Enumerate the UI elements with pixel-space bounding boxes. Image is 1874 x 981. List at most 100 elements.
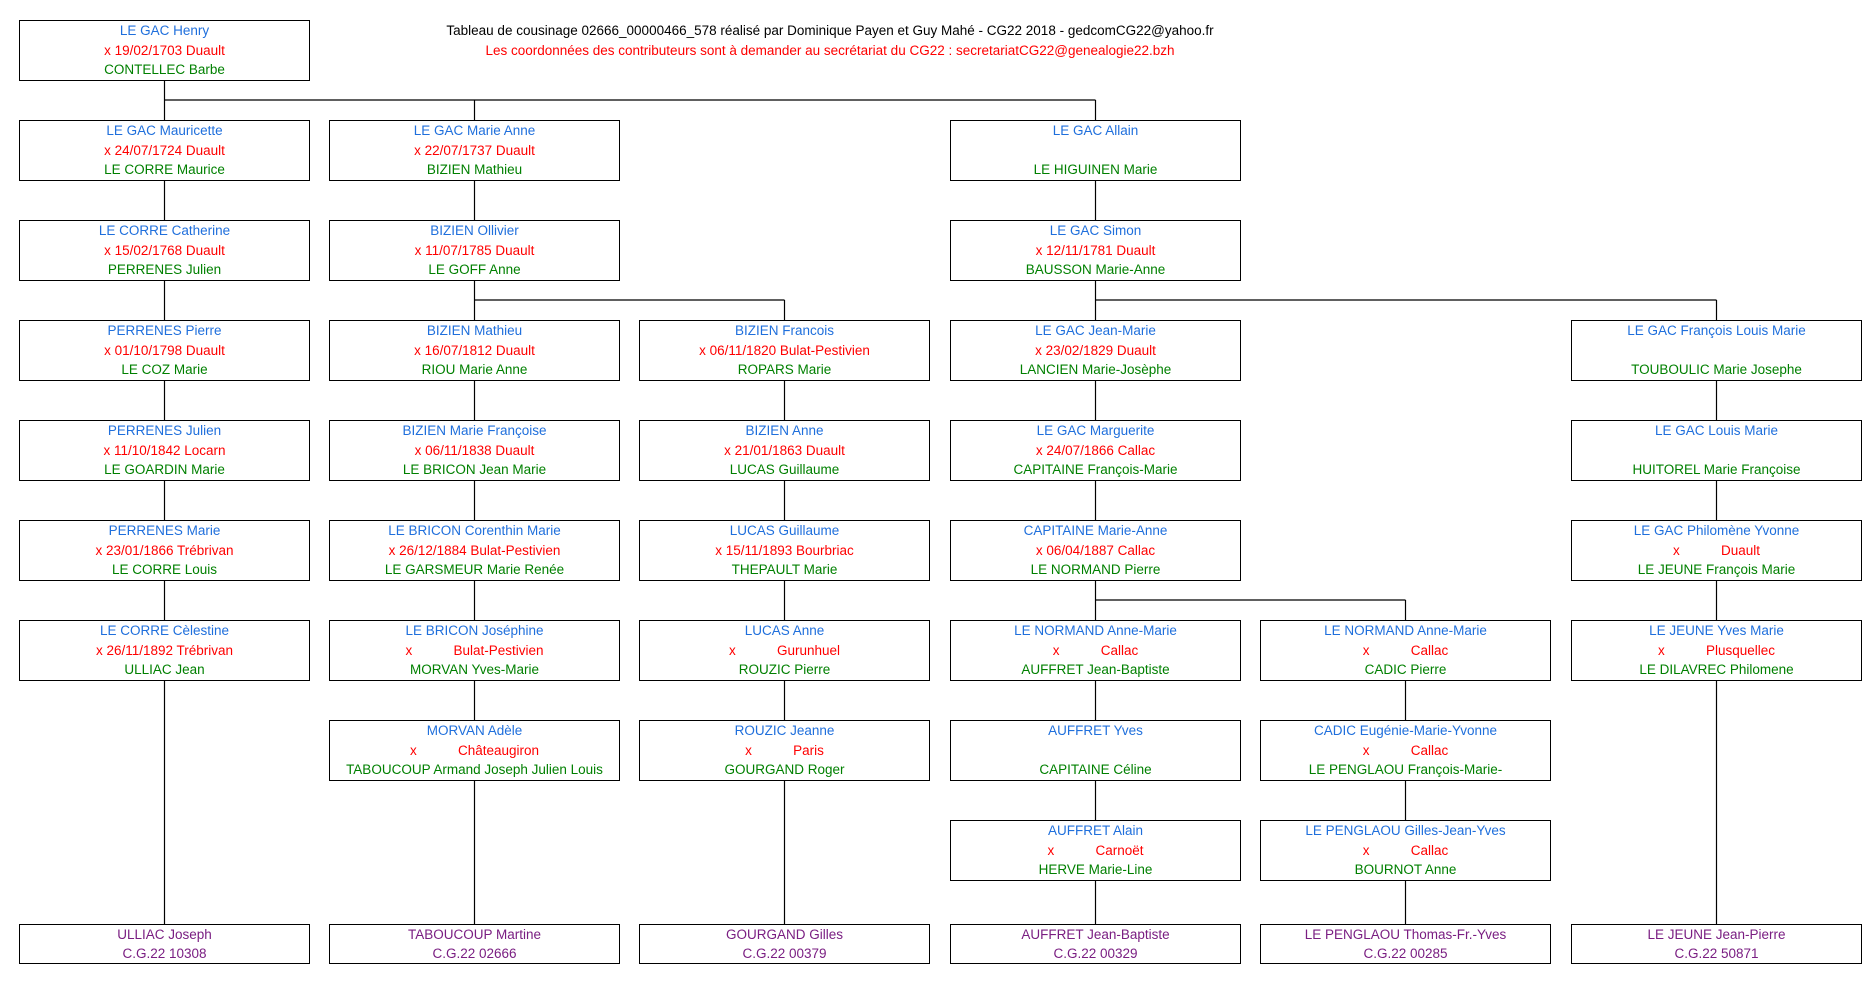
chart-title: Tableau de cousinage 02666_00000466_578 … xyxy=(446,23,1214,38)
marriage-mark: x xyxy=(1362,642,1370,658)
marriage-mark: x xyxy=(405,642,413,658)
spouse-1-name: LE GAC Philomène Yvonne xyxy=(1633,523,1800,538)
spouse-2-name: ROUZIC Pierre xyxy=(738,662,831,678)
spouse-2-name: LE DILAVREC Philomene xyxy=(1639,662,1794,678)
spouse-1-name: AUFFRET Yves xyxy=(1048,723,1143,738)
spouse-2-name: AUFFRET Jean-Baptiste xyxy=(1021,662,1170,678)
marriage-info: x 06/11/1838 Duault xyxy=(414,442,535,458)
descendant-code: C.G.22 00285 xyxy=(1363,946,1448,961)
spouse-2-name: TABOUCOUP Armand Joseph Julien Louis xyxy=(346,762,603,778)
spouse-2-name: PERRENES Julien xyxy=(107,262,222,278)
marriage-info: x 23/02/1829 Duault xyxy=(1035,342,1156,358)
marriage-info: x 19/02/1703 Duault xyxy=(104,42,225,58)
marriage-place: Gurunhuel xyxy=(776,642,841,658)
spouse-1-name: LE GAC Marguerite xyxy=(1036,423,1155,438)
spouse-1-name: LE GAC Jean-Marie xyxy=(1035,323,1156,338)
marriage-place: Plusquellec xyxy=(1705,642,1776,658)
spouse-1-name: LE GAC Marie Anne xyxy=(413,123,536,138)
marriage-info: x 15/02/1768 Duault xyxy=(104,242,225,258)
marriage-place: Duault xyxy=(1720,542,1761,558)
marriage-place: Callac xyxy=(1410,842,1449,858)
spouse-2-name: RIOU Marie Anne xyxy=(421,362,528,378)
spouse-1-name: LE PENGLAOU Gilles-Jean-Yves xyxy=(1305,823,1506,838)
descendant-name: GOURGAND Gilles xyxy=(725,927,843,942)
marriage-info: x 06/04/1887 Callac xyxy=(1035,542,1156,558)
marriage-place: Châteaugiron xyxy=(457,742,540,758)
spouse-2-name: CAPITAINE Céline xyxy=(1039,762,1152,778)
spouse-1-name: BIZIEN Mathieu xyxy=(426,323,523,338)
spouse-1-name: CADIC Eugénie-Marie-Yvonne xyxy=(1313,723,1498,738)
spouse-1-name: PERRENES Julien xyxy=(107,423,222,438)
spouse-1-name: ROUZIC Jeanne xyxy=(734,723,835,738)
marriage-info: x 11/10/1842 Locarn xyxy=(103,442,226,458)
marriage-info: x 11/07/1785 Duault xyxy=(414,242,535,258)
spouse-2-name: LE CORRE Louis xyxy=(111,562,218,578)
marriage-mark: x xyxy=(1672,542,1680,558)
spouse-2-name: LUCAS Guillaume xyxy=(729,462,840,478)
marriage-line: x Callac xyxy=(1261,641,1550,661)
spouse-1-name: LE NORMAND Anne-Marie xyxy=(1324,623,1487,638)
spouse-2-name: THEPAULT Marie xyxy=(731,562,838,578)
marriage-info: x 24/07/1724 Duault xyxy=(104,142,225,158)
descendant-name: ULLIAC Joseph xyxy=(117,927,212,942)
spouse-1-name: LE GAC Simon xyxy=(1049,223,1142,238)
marriage-info xyxy=(951,141,1240,161)
marriage-info: x 26/11/1892 Trébrivan xyxy=(95,642,234,658)
marriage-place: Callac xyxy=(1410,642,1449,658)
spouse-2-name: TOUBOULIC Marie Josephe xyxy=(1631,362,1802,378)
marriage-mark: x xyxy=(1657,642,1665,658)
marriage-mark: x xyxy=(745,742,752,758)
marriage-mark: x xyxy=(1047,842,1055,858)
spouse-2-name: LE GOFF Anne xyxy=(428,262,521,278)
descendant-name: LE PENGLAOU Thomas-Fr.-Yves xyxy=(1304,927,1507,942)
descendant-code: C.G.22 02666 xyxy=(432,946,517,961)
descendant-code: C.G.22 10308 xyxy=(122,946,207,961)
spouse-1-name: LE BRICON Joséphine xyxy=(405,623,544,638)
descendant-name: AUFFRET Jean-Baptiste xyxy=(1021,927,1170,942)
spouse-1-name: BIZIEN Francois xyxy=(734,323,835,338)
spouse-1-name: LE GAC François Louis Marie xyxy=(1627,323,1806,338)
spouse-2-name: LE JEUNE François Marie xyxy=(1637,562,1796,578)
spouse-2-name: LE COZ Marie xyxy=(121,362,208,378)
marriage-place: Callac xyxy=(1410,742,1449,758)
marriage-info: x 16/07/1812 Duault xyxy=(414,342,535,358)
couple-box: BIZIEN Francois x 06/11/1820 Bulat-Pestiv… xyxy=(639,320,930,381)
spouse-1-name: MORVAN Adèle xyxy=(426,723,523,738)
marriage-mark: x xyxy=(409,742,417,758)
spouse-1-name: PERRENES Marie xyxy=(108,523,221,538)
marriage-info: x 06/11/1820 Bulat-Pestivien xyxy=(699,342,870,358)
marriage-info xyxy=(1572,441,1861,461)
descendant-name: LE JEUNE Jean-Pierre xyxy=(1647,927,1786,942)
spouse-2-name: LE PENGLAOU François-Marie- xyxy=(1308,762,1503,778)
spouse-2-name: LE NORMAND Pierre xyxy=(1030,562,1161,578)
spouse-2-name: HERVE Marie-Line xyxy=(1038,862,1153,878)
